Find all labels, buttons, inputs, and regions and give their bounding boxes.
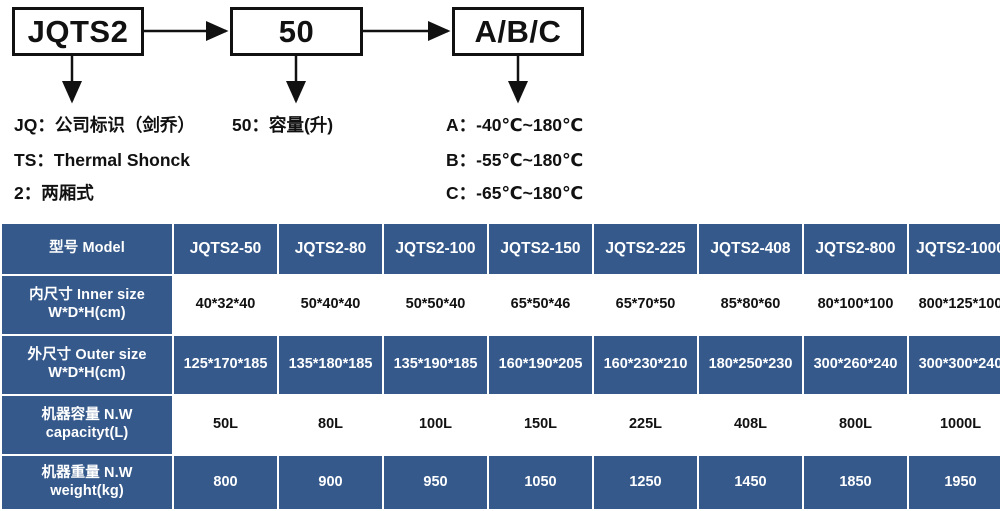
legend-b-value: -55℃~180℃ bbox=[476, 150, 584, 170]
row-label-weight-line1: 机器重量 N.W bbox=[41, 464, 133, 481]
cell-inner-size-1: 50*40*40 bbox=[279, 276, 382, 334]
header-model-2: JQTS2-100 bbox=[384, 224, 487, 274]
table-row-outer-size: 外尺寸 Outer size W*D*H(cm) 125*170*185 135… bbox=[2, 336, 1000, 394]
row-label-inner-size-line2: W*D*H(cm) bbox=[48, 305, 126, 321]
cell-weight-7: 1950 bbox=[909, 456, 1000, 509]
row-label-weight: 机器重量 N.W weight(kg) bbox=[2, 456, 172, 509]
legend-c: C：-65℃~180℃ bbox=[446, 183, 584, 203]
legend-2-key: 2： bbox=[14, 183, 42, 203]
legend-jq-value: 公司标识（剑乔） bbox=[54, 115, 195, 135]
legend-c-value: -65℃~180℃ bbox=[476, 183, 584, 203]
header-model-5: JQTS2-408 bbox=[699, 224, 802, 274]
legend-50-value: 容量(升) bbox=[268, 115, 334, 135]
legend-2: 2：两厢式 bbox=[14, 183, 94, 203]
row-label-inner-size: 内尺寸 Inner size W*D*H(cm) bbox=[2, 276, 172, 334]
cell-capacity-3: 150L bbox=[489, 396, 592, 454]
row-label-outer-size-line1: 外尺寸 Outer size bbox=[27, 347, 147, 364]
header-model-3: JQTS2-150 bbox=[489, 224, 592, 274]
cell-capacity-2: 100L bbox=[384, 396, 487, 454]
cell-inner-size-6: 80*100*100 bbox=[804, 276, 907, 334]
row-label-capacity: 机器容量 N.W capacityt(L) bbox=[2, 396, 172, 454]
cell-capacity-1: 80L bbox=[279, 396, 382, 454]
header-model-4: JQTS2-225 bbox=[594, 224, 697, 274]
cell-weight-1: 900 bbox=[279, 456, 382, 509]
legend-a-value: -40℃~180℃ bbox=[476, 115, 584, 135]
diagram-box-capacity-code: 50 bbox=[230, 7, 363, 56]
legend-50-key: 50： bbox=[232, 115, 269, 135]
legend-2-value: 两厢式 bbox=[41, 183, 94, 203]
cell-inner-size-5: 85*80*60 bbox=[699, 276, 802, 334]
row-label-capacity-line1: 机器容量 N.W bbox=[41, 407, 133, 424]
diagram-connectors bbox=[62, 21, 528, 104]
table-row-model: 型号 Model JQTS2-50 JQTS2-80 JQTS2-100 JQT… bbox=[2, 224, 1000, 274]
cell-weight-6: 1850 bbox=[804, 456, 907, 509]
cell-outer-size-4: 160*230*210 bbox=[594, 336, 697, 394]
legend-jq-key: JQ： bbox=[14, 115, 55, 135]
cell-inner-size-2: 50*50*40 bbox=[384, 276, 487, 334]
legend-50: 50：容量(升) bbox=[232, 115, 334, 135]
table-row-weight: 机器重量 N.W weight(kg) 800 900 950 1050 125… bbox=[2, 456, 1000, 509]
legend-b: B：-55℃~180℃ bbox=[446, 150, 584, 170]
cell-inner-size-4: 65*70*50 bbox=[594, 276, 697, 334]
table-row-capacity: 机器容量 N.W capacityt(L) 50L 80L 100L 150L … bbox=[2, 396, 1000, 454]
row-label-weight-line2: weight(kg) bbox=[50, 482, 124, 499]
cell-outer-size-1: 135*180*185 bbox=[279, 336, 382, 394]
cell-outer-size-7: 300*300*240 bbox=[909, 336, 1000, 394]
legend-a-key: A： bbox=[446, 115, 477, 135]
row-label-model: 型号 Model bbox=[2, 224, 172, 274]
legend-c-key: C： bbox=[446, 183, 477, 203]
legend-ts: TS：Thermal Shonck bbox=[14, 150, 191, 170]
header-model-7: JQTS2-1000 bbox=[909, 224, 1000, 274]
legend-b-key: B： bbox=[446, 150, 477, 170]
model-code-diagram: JQTS2 50 A/B/C JQ：公司标识（剑乔） TS：Thermal Sh… bbox=[0, 0, 1000, 215]
cell-outer-size-6: 300*260*240 bbox=[804, 336, 907, 394]
diagram-box-model-code: JQTS2 bbox=[12, 7, 144, 56]
cell-capacity-6: 800L bbox=[804, 396, 907, 454]
legend-jq: JQ：公司标识（剑乔） bbox=[14, 115, 195, 135]
row-label-outer-size: 外尺寸 Outer size W*D*H(cm) bbox=[2, 336, 172, 394]
cell-weight-4: 1250 bbox=[594, 456, 697, 509]
cell-capacity-0: 50L bbox=[174, 396, 277, 454]
table-row-inner-size: 内尺寸 Inner size W*D*H(cm) 40*32*40 50*40*… bbox=[2, 276, 1000, 334]
cell-weight-3: 1050 bbox=[489, 456, 592, 509]
cell-outer-size-0: 125*170*185 bbox=[174, 336, 277, 394]
row-label-capacity-line2: capacityt(L) bbox=[45, 425, 129, 441]
cell-outer-size-5: 180*250*230 bbox=[699, 336, 802, 394]
cell-capacity-7: 1000L bbox=[909, 396, 1000, 454]
header-model-1: JQTS2-80 bbox=[279, 224, 382, 274]
legend-ts-key: TS： bbox=[14, 150, 54, 170]
cell-weight-0: 800 bbox=[174, 456, 277, 509]
row-label-inner-size-line1: 内尺寸 Inner size bbox=[29, 287, 145, 304]
cell-inner-size-7: 800*125*100 bbox=[909, 276, 1000, 334]
cell-inner-size-3: 65*50*46 bbox=[489, 276, 592, 334]
cell-outer-size-3: 160*190*205 bbox=[489, 336, 592, 394]
header-model-0: JQTS2-50 bbox=[174, 224, 277, 274]
specification-table: 型号 Model JQTS2-50 JQTS2-80 JQTS2-100 JQT… bbox=[0, 222, 1000, 511]
cell-weight-5: 1450 bbox=[699, 456, 802, 509]
header-model-6: JQTS2-800 bbox=[804, 224, 907, 274]
cell-capacity-5: 408L bbox=[699, 396, 802, 454]
cell-outer-size-2: 135*190*185 bbox=[384, 336, 487, 394]
cell-capacity-4: 225L bbox=[594, 396, 697, 454]
legend-ts-value: Thermal Shonck bbox=[53, 150, 191, 170]
legend-a: A：-40℃~180℃ bbox=[446, 115, 584, 135]
row-label-model-line1: 型号 Model bbox=[49, 240, 125, 257]
row-label-outer-size-line2: W*D*H(cm) bbox=[48, 365, 126, 381]
cell-inner-size-0: 40*32*40 bbox=[174, 276, 277, 334]
diagram-box-temp-code: A/B/C bbox=[452, 7, 584, 56]
cell-weight-2: 950 bbox=[384, 456, 487, 509]
